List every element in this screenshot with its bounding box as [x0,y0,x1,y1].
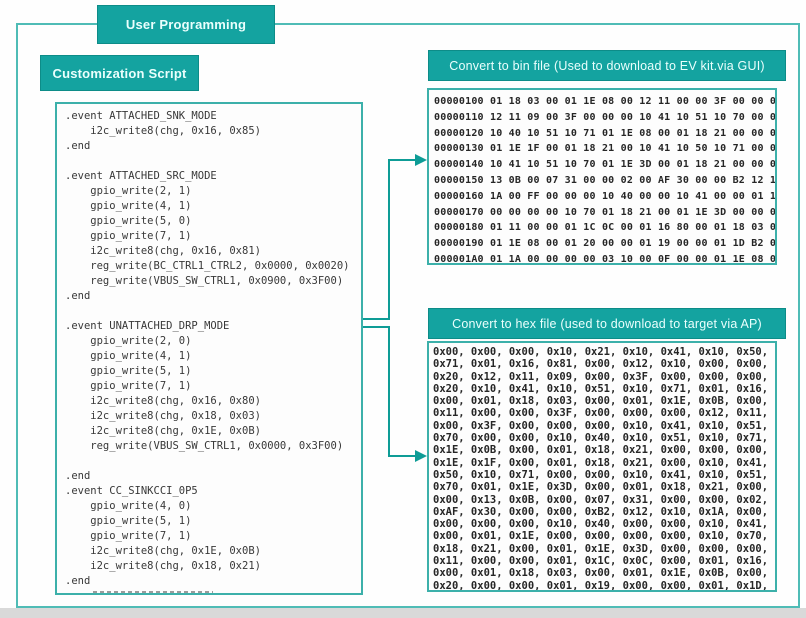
script-code-line: i2c_write8(chg, 0x18, 0x03) [65,410,261,422]
script-code-line: i2c_write8(chg, 0x1E, 0x0B) [65,545,261,557]
hex-bytes-line: 0x00, 0x01, 0x18, 0x03, 0x00, 0x01, 0x1E… [433,567,769,580]
hex-bytes-line: 0x11, 0x00, 0x00, 0x3F, 0x00, 0x00, 0x00… [433,407,769,420]
hex-bytes-line: 0x50, 0x10, 0x71, 0x00, 0x00, 0x10, 0x41… [433,468,769,481]
diagram-outer-frame [16,23,800,608]
hex-bytes-line: 0x20, 0x00, 0x00, 0x01, 0x19, 0x00, 0x00… [433,579,769,592]
bin-dump-line: 00000120 10 40 10 51 10 71 01 1E 08 00 0… [434,127,777,139]
script-code-line: i2c_write8(chg, 0x1E, 0x0B) [65,425,261,437]
hex-bytes-line: 0x00, 0x01, 0x18, 0x03, 0x00, 0x01, 0x1E… [433,395,769,408]
bin-dump-line: 00000140 10 41 10 51 10 70 01 1E 3D 00 0… [434,159,777,171]
script-code-line: reg_write(BC_CTRL1_CTRL2, 0x0000, 0x0020… [65,260,350,272]
script-code-line: reg_write(VBUS_SW_CTRL1, 0x0900, 0x3F00) [65,275,344,287]
script-code-line: i2c_write8(chg, 0x16, 0x81) [65,245,261,257]
bin-dump-line: 00000190 01 1E 08 00 01 20 00 00 01 19 0… [434,238,777,250]
hex-bytes-line: 0x20, 0x12, 0x11, 0x09, 0x00, 0x3F, 0x00… [433,370,769,383]
hex-bytes-line: 0x70, 0x00, 0x00, 0x10, 0x40, 0x10, 0x51… [433,432,769,445]
script-code-line [65,454,361,469]
hex-bytes-line: 0x1E, 0x1F, 0x00, 0x01, 0x18, 0x21, 0x00… [433,456,769,469]
script-code-line: gpio_write(4, 1) [65,350,192,362]
hex-bytes-line: 0x71, 0x01, 0x16, 0x81, 0x00, 0x12, 0x10… [433,358,769,371]
bin-dump: 00000100 01 18 03 00 01 1E 08 00 12 11 0… [434,94,777,265]
hex-file-banner: Convert to hex file (used to download to… [428,308,786,339]
hex-bytes-line: 0x00, 0x13, 0x0B, 0x00, 0x07, 0x31, 0x00… [433,493,769,506]
script-code-line: i2c_write8(chg, 0x18, 0x21) [65,560,261,572]
bin-dump-line: 00000100 01 18 03 00 01 1E 08 00 12 11 0… [434,96,777,107]
hex-bytes: 0x00, 0x00, 0x00, 0x10, 0x21, 0x10, 0x41… [433,346,775,592]
hex-bytes-line: 0x00, 0x00, 0x00, 0x10, 0x40, 0x00, 0x00… [433,518,769,531]
bin-dump-line: 00000150 13 0B 00 07 31 00 00 02 00 AF 3… [434,174,777,186]
bin-hex-dump-box: 00000100 01 18 03 00 01 1E 08 00 12 11 0… [427,88,777,265]
hex-bytes-line: 0x00, 0x00, 0x00, 0x10, 0x21, 0x10, 0x41… [433,346,769,358]
script-code-line: gpio_write(5, 1) [65,365,192,377]
script-code-line: i2c_write8(chg, 0x16, 0x85) [65,125,261,137]
script-code-line: gpio_write(5, 1) [65,515,192,527]
bin-dump-line: 00000170 00 00 00 00 10 70 01 18 21 00 0… [434,206,777,218]
script-code-line: .event ATTACHED_SNK_MODE [65,110,217,122]
customization-script-label: Customization Script [40,55,199,91]
bin-dump-line: 000001A0 01 1A 00 00 00 00 03 10 00 0F 0… [434,253,777,265]
customization-script-box: .event ATTACHED_SNK_MODE i2c_write8(chg,… [55,102,363,595]
script-code-line: .event ATTACHED_SRC_MODE [65,170,217,182]
hex-bytes-line: 0x18, 0x21, 0x00, 0x01, 0x1E, 0x3D, 0x00… [433,542,769,555]
script-code: .event ATTACHED_SNK_MODE i2c_write8(chg,… [65,109,361,589]
hex-bytes-line: 0xAF, 0x30, 0x00, 0x00, 0xB2, 0x12, 0x10… [433,505,769,518]
bin-dump-line: 00000130 01 1E 1F 00 01 18 21 00 10 41 1… [434,143,777,155]
script-code-line: .event UNATTACHED_DRP_MODE [65,320,230,332]
hex-bytes-line: 0x00, 0x3F, 0x00, 0x00, 0x00, 0x10, 0x41… [433,419,769,432]
page-bottom-edge [0,608,806,618]
script-code-line: i2c_write8(chg, 0x16, 0x80) [65,395,261,407]
script-code-line: gpio_write(4, 0) [65,500,192,512]
bin-file-banner: Convert to bin file (Used to download to… [428,50,786,81]
page-title: User Programming [97,5,275,44]
clipped-script-line [93,591,213,593]
script-code-line: gpio_write(7, 1) [65,230,192,242]
bin-dump-line: 00000180 01 11 00 00 01 1C 0C 00 01 16 8… [434,222,777,234]
script-code-line: gpio_write(5, 0) [65,215,192,227]
hex-bytes-box: 0x00, 0x00, 0x00, 0x10, 0x21, 0x10, 0x41… [427,341,777,592]
script-code-line: .event CC_SINKCCI_0P5 [65,485,198,497]
hex-bytes-line: 0x00, 0x01, 0x1E, 0x00, 0x00, 0x00, 0x00… [433,530,769,543]
hex-bytes-line: 0x11, 0x00, 0x00, 0x01, 0x1C, 0x0C, 0x00… [433,555,769,568]
script-code-line: gpio_write(7, 1) [65,530,192,542]
script-code-line: .end [65,575,91,587]
script-code-line: reg_write(VBUS_SW_CTRL1, 0x0000, 0x3F00) [65,440,344,452]
script-code-line [65,154,361,169]
script-code-line: .end [65,470,91,482]
script-code-line: .end [65,290,91,302]
script-code-line: gpio_write(2, 0) [65,335,192,347]
script-code-line: .end [65,140,91,152]
hex-bytes-line: 0x70, 0x01, 0x1E, 0x3D, 0x00, 0x01, 0x18… [433,481,769,494]
script-code-line: gpio_write(7, 1) [65,380,192,392]
script-code-line: gpio_write(4, 1) [65,200,192,212]
hex-bytes-line: 0x1E, 0x0B, 0x00, 0x01, 0x18, 0x21, 0x00… [433,444,769,457]
script-code-line: gpio_write(2, 1) [65,185,192,197]
hex-bytes-line: 0x20, 0x10, 0x41, 0x10, 0x51, 0x10, 0x71… [433,382,769,395]
bin-dump-line: 00000160 1A 00 FF 00 00 00 10 40 00 00 1… [434,190,777,202]
bin-dump-line: 00000110 12 11 09 00 3F 00 00 00 10 41 1… [434,111,777,123]
script-code-line [65,304,361,319]
